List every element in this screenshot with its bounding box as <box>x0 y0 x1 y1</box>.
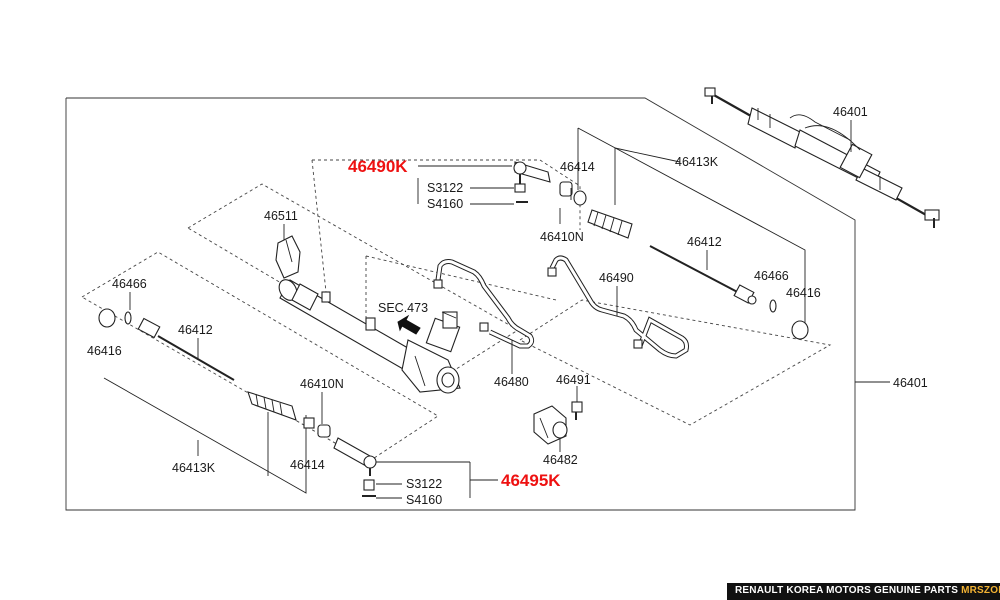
leader-46413K <box>614 147 681 163</box>
steering-gear-housing <box>278 279 461 394</box>
footer-bar <box>727 583 1000 600</box>
part-label-s4160-bottom: S4160 <box>406 493 442 507</box>
tie-rod-end-lower <box>333 437 377 497</box>
bracket-46413K-bottom <box>103 377 307 494</box>
part-label-46412-left: 46412 <box>178 323 213 337</box>
gear-body-group-outline <box>187 183 519 379</box>
part-label-46482: 46482 <box>543 453 578 467</box>
part-label-46414-top: 46414 <box>560 160 595 174</box>
dash-leader-1 <box>311 159 327 293</box>
valve-46482 <box>533 405 568 445</box>
tie-rod-end-upper <box>513 161 551 203</box>
part-label-46416-top: 46416 <box>786 286 821 300</box>
part-label-46410N-top: 46410N <box>540 230 584 244</box>
inner-tie-rod-46412-lower <box>137 317 235 381</box>
footer-text: RENAULT KOREA MOTORS GENUINE PARTS <box>735 585 959 596</box>
clamp-46410N-lower <box>303 417 315 429</box>
sec473-arrow <box>397 314 421 335</box>
pipe-fitting <box>479 322 489 332</box>
part-label-46414-bottom: 46414 <box>290 458 325 472</box>
bolt-46491 <box>571 401 583 420</box>
mounting-bracket-46511 <box>275 235 301 279</box>
pipe-46490-inner <box>550 256 688 358</box>
pipe-fitting <box>547 267 557 277</box>
part-label-46480: 46480 <box>494 375 529 389</box>
part-label-46511: 46511 <box>264 209 298 223</box>
part-label-s4160-top: S4160 <box>427 197 463 211</box>
pipe-fitting <box>633 339 643 349</box>
part-label-46401-main: 46401 <box>893 376 928 390</box>
dash-leader-2 <box>365 255 557 301</box>
clamp-46416-lower <box>98 308 116 328</box>
boot-46413K-lower <box>247 391 297 421</box>
part-label-46401-top: 46401 <box>833 105 868 119</box>
part-label-s3122-bottom: S3122 <box>406 477 442 491</box>
part-label-46466-left: 46466 <box>112 277 147 291</box>
clip-46414-lower <box>317 424 331 438</box>
part-label-46491: 46491 <box>556 373 591 387</box>
clamp-46410N-upper <box>573 190 587 206</box>
part-label-46412-top: 46412 <box>687 235 722 249</box>
main-frame <box>65 97 856 511</box>
o-ring-46466-lower <box>124 311 132 325</box>
bracket-46413K-top <box>577 127 806 330</box>
part-label-46413K-top: 46413K <box>675 155 719 169</box>
section-ref-sec473: SEC.473 <box>378 301 428 315</box>
clamp-46416-upper <box>791 320 809 340</box>
highlight-label-46490K[interactable]: 46490K <box>348 157 408 176</box>
o-ring-46466-upper <box>769 299 777 313</box>
right-tierod-group-outline <box>519 299 832 426</box>
clip-46414-upper <box>559 181 573 197</box>
part-label-46413K-bottom: 46413K <box>172 461 216 475</box>
pipe-46480-inner <box>436 260 534 348</box>
part-label-46410N-bottom: 46410N <box>300 377 344 391</box>
part-label-s3122-top: S3122 <box>427 181 463 195</box>
part-label-46416-left: 46416 <box>87 344 122 358</box>
assembled-steering-gear-thumbnail <box>704 87 940 228</box>
tie-rod-end-dashed-outline <box>312 159 581 230</box>
footer-caption: RENAULT KOREA MOTORS GENUINE PARTS MRSZO… <box>735 585 1000 596</box>
part-label-46490: 46490 <box>599 271 634 285</box>
highlight-label-46495K[interactable]: 46495K <box>501 471 561 490</box>
part-label-46466-top: 46466 <box>754 269 789 283</box>
footer-brand: MRSZONE <box>961 585 1000 596</box>
boot-46413K-upper <box>587 209 633 239</box>
inner-tie-rod-46412-upper <box>649 245 757 305</box>
pipe-fitting <box>433 279 443 289</box>
